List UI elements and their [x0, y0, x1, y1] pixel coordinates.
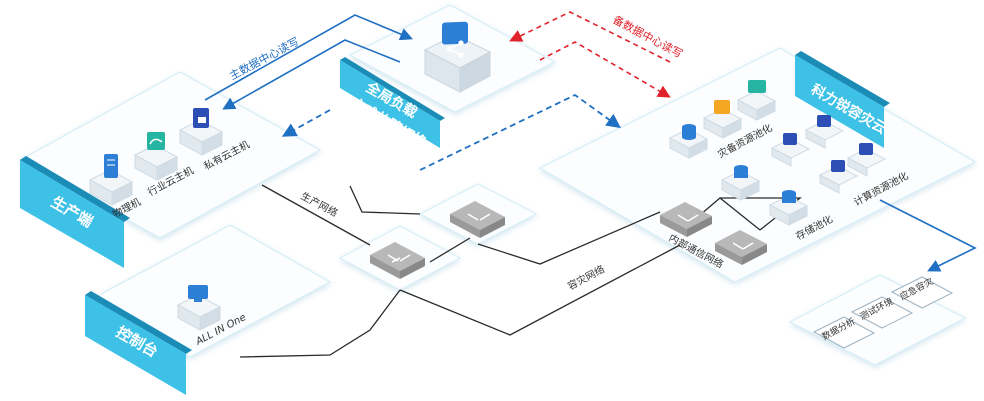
- cpu-icon: [783, 133, 797, 145]
- console-banner: 控制台: [85, 291, 192, 395]
- production-banner: 生产端: [20, 156, 130, 268]
- cloud-host-icon: [147, 132, 165, 150]
- storage-cube-1: [720, 165, 761, 201]
- server-icon: [104, 154, 118, 178]
- cpu-cube-2: [804, 115, 845, 149]
- cpu-cube-3: [818, 160, 859, 194]
- production-network-label: 生产网络: [299, 189, 340, 219]
- switch-dr: [450, 201, 505, 238]
- dr-network-label: 容灾网络: [565, 262, 606, 292]
- global-lb-cube: [423, 21, 492, 93]
- service-analysis: 数据分析: [812, 315, 876, 349]
- monitor-icon: [188, 285, 208, 299]
- cpu-cube-1: [770, 133, 811, 167]
- global-lb-banner: 全局负载 灾难故障切换: [340, 57, 445, 152]
- share-icon: [446, 40, 464, 58]
- gpu-chip-icon: [714, 100, 730, 114]
- primary-rw-arrows: [204, 14, 413, 110]
- dr-network-line-2: [477, 211, 661, 265]
- storage-cube-2: [768, 190, 809, 226]
- switch-link-line: [429, 237, 471, 263]
- switch-icon: [387, 254, 411, 263]
- switch-icon: [677, 214, 699, 222]
- backup-rw-arrows: [509, 11, 671, 98]
- monitor-cube: [736, 80, 777, 121]
- chart-monitor-icon: [748, 80, 766, 93]
- services-arrow: [879, 199, 977, 272]
- gpu-cube: [702, 100, 743, 139]
- primary-rw-label: 主数据中心读写: [227, 34, 302, 83]
- prod-network-line-2: [349, 185, 421, 215]
- prod-network-line: [261, 184, 371, 246]
- internal-network-line-2: [720, 197, 802, 231]
- database-cube: [668, 124, 709, 159]
- switch-icon: [732, 242, 754, 250]
- console-to-switch-line: [239, 289, 401, 358]
- switch-prod: [370, 242, 425, 279]
- dr-network-line: [399, 244, 681, 336]
- cpu-icon: [859, 143, 873, 155]
- failover-arrows: [281, 93, 621, 171]
- cpu-cube-4: [846, 143, 887, 177]
- switch-internal-2: [715, 230, 767, 265]
- switch-icon: [467, 213, 491, 221]
- service-test: 测试环境: [850, 295, 914, 329]
- cpu-icon: [817, 115, 831, 127]
- service-tiles: 应急容灾 测试环境 数据分析: [812, 275, 954, 349]
- cpu-icon: [831, 160, 845, 172]
- switch-internal-1: [660, 202, 712, 237]
- network-lines: [239, 184, 802, 358]
- backup-rw-label: 备数据中心读写: [611, 12, 686, 61]
